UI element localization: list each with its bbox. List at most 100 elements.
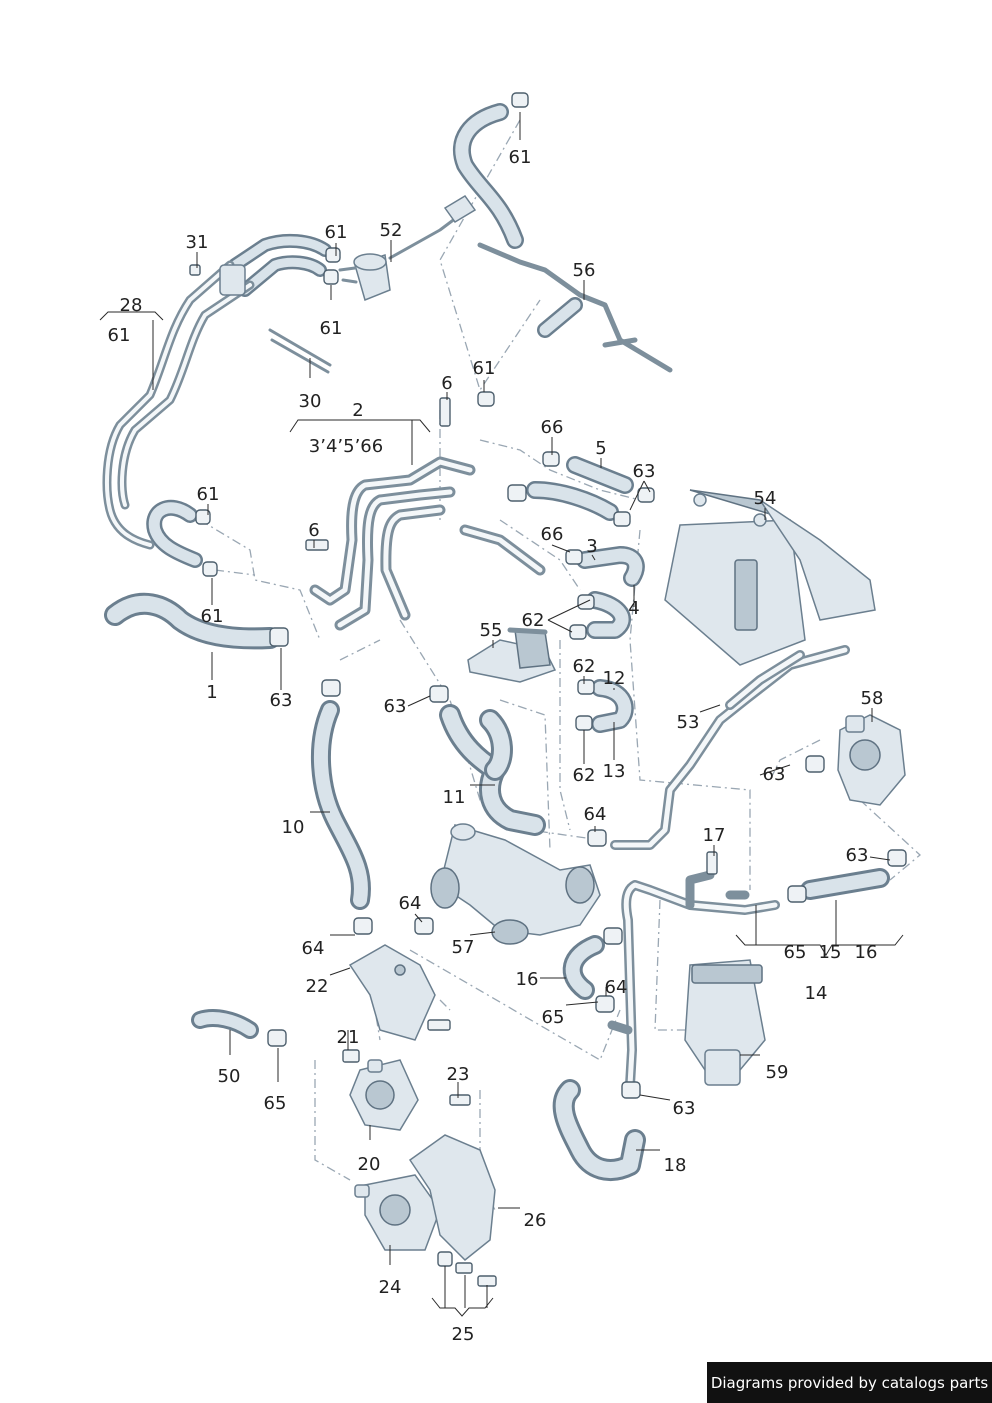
callout-50: 50 (217, 1066, 241, 1087)
callout-65: 65 (541, 1007, 565, 1028)
callout-61: 61 (319, 318, 343, 339)
callout-2: 2 (352, 400, 364, 421)
callout-22: 22 (305, 976, 329, 997)
callout-23: 23 (446, 1064, 470, 1085)
hose-50 (191, 1009, 259, 1039)
callout-55: 55 (479, 620, 503, 641)
egr-cooler-54 (664, 489, 876, 666)
pump-20 (349, 1059, 419, 1131)
callout-6: 6 (441, 373, 453, 394)
oil-cooler-59 (684, 959, 766, 1086)
callout-54: 54 (753, 488, 777, 509)
callout-61: 61 (324, 222, 348, 243)
hose-52-upper (228, 233, 332, 297)
vacuum-pump-58 (837, 714, 906, 806)
hose-11 (439, 704, 546, 836)
hose-18 (552, 1079, 646, 1181)
callout-5: 5 (595, 438, 607, 459)
hose-top (452, 103, 524, 249)
callout-21: 21 (336, 1027, 360, 1048)
callout-64: 64 (604, 977, 628, 998)
callout-25: 25 (451, 1324, 475, 1345)
callout-3: 3 (586, 536, 598, 557)
pipe-2 (309, 456, 546, 631)
callout-30: 30 (298, 391, 322, 412)
callout-63: 63 (762, 764, 786, 785)
bracket-22 (348, 944, 436, 1041)
bolts (305, 397, 718, 1287)
callout-63: 63 (845, 845, 869, 866)
callout-64: 64 (583, 804, 607, 825)
hose-5 (526, 456, 634, 521)
callout-56: 56 (572, 260, 596, 281)
sensor-52 (338, 195, 477, 302)
pipes (102, 242, 850, 1090)
callout-26: 26 (523, 1210, 547, 1231)
hose-1 (104, 592, 281, 650)
callout-1: 1 (206, 682, 218, 703)
hose-61-left (146, 499, 203, 568)
callout-14: 14 (804, 983, 828, 1004)
callout-2-subparts: 3’4’5’66 (308, 436, 384, 457)
callout-61: 61 (508, 147, 532, 168)
callout-28: 28 (119, 295, 143, 316)
bracket-26 (408, 1134, 496, 1262)
callout-61: 61 (200, 606, 224, 627)
pipe-56 (477, 242, 673, 373)
callout-63: 63 (632, 461, 656, 482)
callout-63: 63 (672, 1098, 696, 1119)
hose-15 (800, 868, 890, 900)
callout-58: 58 (860, 688, 884, 709)
water-flange-57 (430, 823, 601, 945)
footer-credit: Diagrams provided by catalogs parts (707, 1362, 992, 1403)
callout-10: 10 (281, 817, 305, 838)
callout-66: 66 (540, 524, 564, 545)
hoses (104, 103, 890, 1181)
callout-62: 62 (572, 765, 596, 786)
callout-62: 62 (572, 656, 596, 677)
cable-ties-30 (268, 328, 332, 374)
hose-16 (562, 935, 605, 1000)
hose-3 (576, 546, 645, 587)
callout-52: 52 (379, 220, 403, 241)
callout-11: 11 (442, 787, 466, 808)
pipe-28 (102, 260, 255, 550)
callout-13: 13 (602, 761, 626, 782)
callout-65: 65 (263, 1093, 287, 1114)
callout-17: 17 (702, 825, 726, 846)
callout-6: 6 (308, 520, 320, 541)
callout-59: 59 (765, 1062, 789, 1083)
hose-10 (311, 700, 371, 910)
callout-62: 62 (521, 610, 545, 631)
callout-20: 20 (357, 1154, 381, 1175)
callout-12: 12 (602, 668, 626, 689)
callout-65: 65 (783, 942, 807, 963)
callout-31: 31 (185, 232, 209, 253)
callout-53: 53 (676, 712, 700, 733)
callout-63: 63 (269, 690, 293, 711)
callout-18: 18 (663, 1155, 687, 1176)
callout-24: 24 (378, 1277, 402, 1298)
callout-57: 57 (451, 937, 475, 958)
hose-4 (586, 591, 631, 639)
callout-61: 61 (196, 484, 220, 505)
hose-56 (537, 297, 583, 338)
components (189, 92, 907, 1287)
callout-61: 61 (107, 325, 131, 346)
pump-24 (354, 1174, 441, 1251)
callout-15: 15 (818, 942, 842, 963)
callout-66: 66 (540, 417, 564, 438)
callout-4: 4 (628, 598, 640, 619)
callout-61: 61 (472, 358, 496, 379)
pipe-53 (610, 645, 850, 850)
valve-55 (467, 627, 557, 683)
callout-64: 64 (301, 938, 325, 959)
callout-16: 16 (515, 969, 539, 990)
callout-16: 16 (854, 942, 878, 963)
callout-64: 64 (398, 893, 422, 914)
callout-63: 63 (383, 696, 407, 717)
hose-12 (591, 679, 634, 733)
pipe-14 (607, 870, 780, 1090)
leader-lines (99, 112, 904, 1317)
